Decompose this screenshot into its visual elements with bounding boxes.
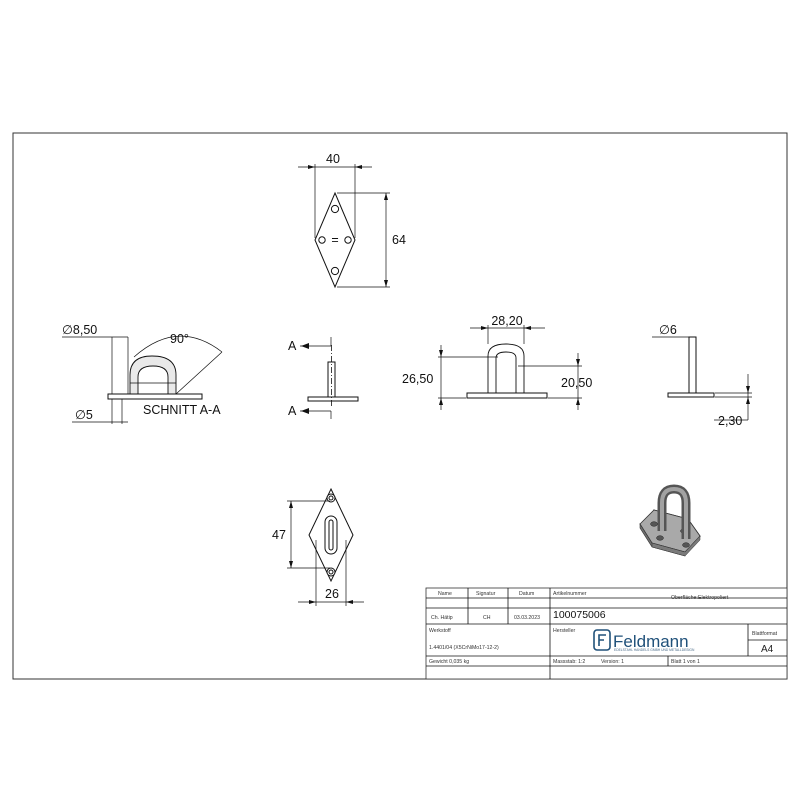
bottom-view-height-label: 47 (272, 528, 286, 542)
section-angle-label: 90° (170, 332, 189, 346)
section-view: ∅8,50 ∅5 90° SCHNITT A-A (62, 323, 223, 424)
tb-label-blattformat: Blattformat (752, 631, 778, 637)
top-view-hole-left (318, 236, 326, 244)
top-view-hole-top (330, 204, 340, 214)
tb-blatt: Blatt 1 von 1 (671, 659, 700, 665)
section-title: SCHNITT A-A (143, 403, 221, 417)
right-plate (667, 392, 715, 398)
tb-label-werkstoff: Werkstoff (429, 628, 451, 634)
section-marks-view: A A (288, 337, 359, 419)
tb-signatur-value: CH (483, 615, 491, 621)
top-view-hole-bottom (330, 266, 340, 276)
top-view-height-label: 64 (392, 233, 406, 247)
tb-label-oberflaeche: Oberfläche: (671, 595, 698, 601)
right-thickness-label: 2,30 (718, 414, 742, 428)
isometric-view (639, 484, 701, 557)
title-block: Name Signatur Datum Artikelnummer Oberfl… (425, 587, 788, 680)
tb-werkstoff-value: 1.4401/04 (X5CrNiMo17-12-2) (429, 645, 499, 651)
front-u-bolt (487, 343, 525, 394)
tb-blattformat-value: A4 (761, 644, 774, 655)
top-view: = 40 64 (298, 152, 406, 289)
tb-version: Version: 1 (601, 659, 624, 665)
tb-oberflaeche-value: Elektropoliert (698, 595, 729, 601)
top-view-plate (314, 191, 356, 289)
drawing-frame (12, 132, 788, 680)
tb-massstab: Massstab: 1:2 (553, 659, 585, 665)
section-mark-a-bottom: A (288, 404, 297, 418)
top-view-width-label: 40 (326, 152, 340, 166)
tb-label-artikelnummer: Artikelnummer (553, 591, 587, 597)
tb-label-signatur: Signatur (476, 591, 496, 597)
section-u-bolt (129, 355, 177, 395)
front-inner-height-label: 20,50 (561, 376, 592, 390)
top-view-symbol: = (331, 233, 338, 247)
tb-label-name: Name (438, 591, 452, 597)
top-view-hole-right (344, 236, 352, 244)
front-total-height-label: 26,50 (402, 372, 433, 386)
tb-label-datum: Datum (519, 591, 534, 597)
front-width-label: 28,20 (491, 314, 522, 328)
tb-label-hersteller: Hersteller (553, 628, 575, 634)
logo-text: Feldmann (613, 632, 689, 651)
right-side-view: ∅6 2,30 (652, 323, 752, 428)
right-bolt (688, 336, 697, 394)
tb-gewicht: Gewicht 0,035 kg (429, 659, 469, 665)
section-plate (107, 393, 203, 400)
right-dia-label: ∅6 (659, 323, 677, 337)
bottom-view-width-label: 26 (325, 587, 339, 601)
section-mark-a-top: A (288, 339, 297, 353)
tb-name-value: Ch. Hätip (431, 615, 453, 621)
logo-tagline: EDELSTAHL HANDELS GMBH UND METALLDESIGN (614, 648, 695, 652)
front-plate (466, 392, 548, 399)
tb-datum-value: 03.03.2023 (514, 615, 540, 621)
section-dia-5-label: ∅5 (75, 408, 93, 422)
front-view: 28,20 26,50 20,50 (402, 314, 592, 410)
tb-artikelnummer-value: 100075006 (553, 609, 606, 621)
feldmann-logo: Feldmann EDELSTAHL HANDELS GMBH UND META… (593, 629, 695, 652)
side-plate (307, 396, 359, 402)
bottom-view: 47 26 (272, 487, 364, 606)
section-dia-8-50-label: ∅8,50 (62, 323, 97, 337)
